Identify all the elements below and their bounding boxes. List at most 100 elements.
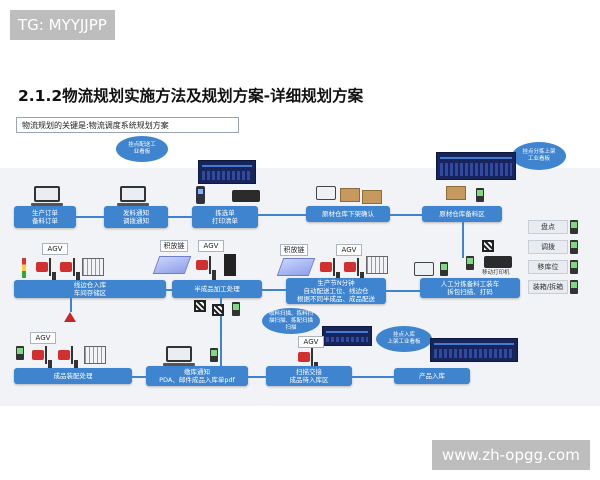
box-line: 成品待入库区 xyxy=(289,376,329,384)
slide-title: 2.1.2物流规划实施方法及规划方案-详细规划方案 xyxy=(18,87,364,105)
bubble-line: 描扫描、拣配扫描 xyxy=(268,317,313,324)
scan-handover-box: 扫描交接 成品待入库区 xyxy=(266,366,352,386)
production-delivery-box: 生产节N分钟 自动配送工位、线边仓 根据不同半成品、成品配送 xyxy=(286,278,386,304)
laptop-icon xyxy=(31,186,63,206)
cage-cart-icon xyxy=(82,258,104,276)
agv-label: AGV xyxy=(42,243,68,255)
box-line: 产品入库 xyxy=(419,372,445,380)
qr-code-icon xyxy=(482,240,494,252)
forklift-icon xyxy=(30,346,52,364)
delivery-notice-box: 缴库通知 PDA、邮件成品入库单pdf xyxy=(146,366,248,386)
forklift-icon xyxy=(56,346,78,364)
pda-icon xyxy=(466,256,474,270)
box-line: 打印清单 xyxy=(212,217,238,225)
assembly-box: 成品装配处理 xyxy=(14,368,132,384)
agv-label: AGV xyxy=(336,244,362,256)
up-arrow-icon xyxy=(64,312,76,322)
pda-icon xyxy=(570,240,578,254)
box-line: 半成品加工处理 xyxy=(194,285,240,293)
signal-light-icon xyxy=(22,258,26,278)
scanner-icon xyxy=(196,186,205,204)
box-line: 生产节N分钟 xyxy=(317,279,355,287)
box-line: 车间存储区 xyxy=(73,289,107,297)
flow-arrow xyxy=(262,289,286,291)
side-label-inventory: 盘点 xyxy=(528,220,568,234)
printer-icon xyxy=(232,190,260,202)
bubble-bottom: 挂点入库 上架工业看板 xyxy=(376,326,432,352)
box-line: 自动配送工位、线边仓 xyxy=(303,287,369,295)
box-line: 调拨通知 xyxy=(123,217,149,225)
box-line: 发料通知 xyxy=(123,209,149,217)
flow-arrow xyxy=(70,298,72,312)
laptop-icon xyxy=(163,346,195,366)
conveyor-icon xyxy=(152,256,192,274)
picking-list-box: 拣选单 打印清单 xyxy=(192,206,258,228)
box-line: 根据不同半成品、成品配送 xyxy=(297,295,375,303)
box-line: 备料订单 xyxy=(32,217,58,225)
forklift-icon xyxy=(34,258,56,276)
dashboard-screen-3 xyxy=(322,326,372,346)
pda-icon xyxy=(16,346,24,360)
dashboard-screen-1 xyxy=(198,160,256,184)
pda-icon xyxy=(570,220,578,234)
bubble-line: 扫描 xyxy=(285,324,297,331)
semi-finished-box: 半成品加工处理 xyxy=(172,280,262,298)
flow-arrow xyxy=(462,222,464,258)
box-line: PDA、邮件成品入库单pdf xyxy=(159,376,235,384)
qr-code-icon xyxy=(194,300,206,312)
conveyor-icon xyxy=(276,258,316,276)
flow-arrow xyxy=(132,376,146,378)
pda-icon xyxy=(440,262,448,276)
key-statement-box: 物流规划的关键是:物流调度系统规划方案 xyxy=(16,117,239,133)
forklift-icon xyxy=(296,348,318,366)
conveyor-label: 积放链 xyxy=(280,244,308,256)
bubble-line: 挂点配送工 xyxy=(128,142,156,148)
box-line: 人工分拣备料工装车 xyxy=(440,280,500,288)
flow-arrow xyxy=(386,290,420,292)
forklift-icon xyxy=(194,256,216,274)
flow-arrow xyxy=(248,376,266,378)
bubble-line: 收料扫描、拣料扫 xyxy=(268,310,313,317)
box-line: 拆包扫描、打码 xyxy=(447,288,493,296)
bubble-line: 业看板 xyxy=(133,149,151,155)
dashboard-screen-2 xyxy=(436,152,516,180)
watermark-top: TG: MYYJJPP xyxy=(10,10,115,40)
pallet-boxes-icon xyxy=(446,186,466,200)
product-warehouse-box: 产品入库 xyxy=(394,368,470,384)
box-line: 扫描交接 xyxy=(296,368,322,376)
lineside-storage-box: 线边仓入库 车间存储区 xyxy=(14,280,166,298)
flow-arrow xyxy=(76,216,104,218)
box-line: 原材仓库下架确认 xyxy=(322,210,374,218)
bubble-mid: 收料扫描、拣料扫 描扫描、拣配扫描 扫描 xyxy=(262,308,320,334)
laptop-icon xyxy=(117,186,149,206)
cage-cart-icon xyxy=(84,346,106,364)
cage-cart-icon xyxy=(366,256,388,274)
bubble-line: 上架工业看板 xyxy=(387,339,421,345)
bubble-line: 工业看板 xyxy=(527,156,550,162)
agv-label: AGV xyxy=(30,332,56,344)
agv-label: AGV xyxy=(198,240,224,252)
production-order-box: 生产订单 备料订单 xyxy=(14,206,76,228)
box-line: 生产订单 xyxy=(32,209,58,217)
box-line: 原材仓库备料区 xyxy=(439,210,485,218)
lift-icon xyxy=(224,254,236,276)
picking-cart-icon xyxy=(414,262,434,276)
bubble-top-right: 挂点分拣上架 工业看板 xyxy=(512,142,566,170)
flow-arrow xyxy=(168,216,192,218)
rack-icon xyxy=(316,186,336,200)
watermark-bottom: www.zh-opgg.com xyxy=(432,440,590,470)
pda-icon xyxy=(570,260,578,274)
flow-arrow xyxy=(166,289,172,291)
conveyor-label: 积放链 xyxy=(160,240,188,252)
issue-notice-box: 发料通知 调拨通知 xyxy=(104,206,168,228)
forklift-icon xyxy=(58,258,80,276)
goods-icon xyxy=(362,190,382,204)
side-label-transfer: 调拨 xyxy=(528,240,568,254)
bubble-line: 挂点分拣上架 xyxy=(522,149,556,155)
raw-warehouse-confirm-box: 原材仓库下架确认 xyxy=(306,206,390,222)
qr-code-icon xyxy=(212,304,224,316)
flow-arrow xyxy=(352,376,394,378)
side-label-relocate: 移库位 xyxy=(528,260,568,274)
manual-picking-box: 人工分拣备料工装车 拆包扫描、打码 xyxy=(420,278,520,298)
dashboard-screen-4 xyxy=(430,338,518,362)
